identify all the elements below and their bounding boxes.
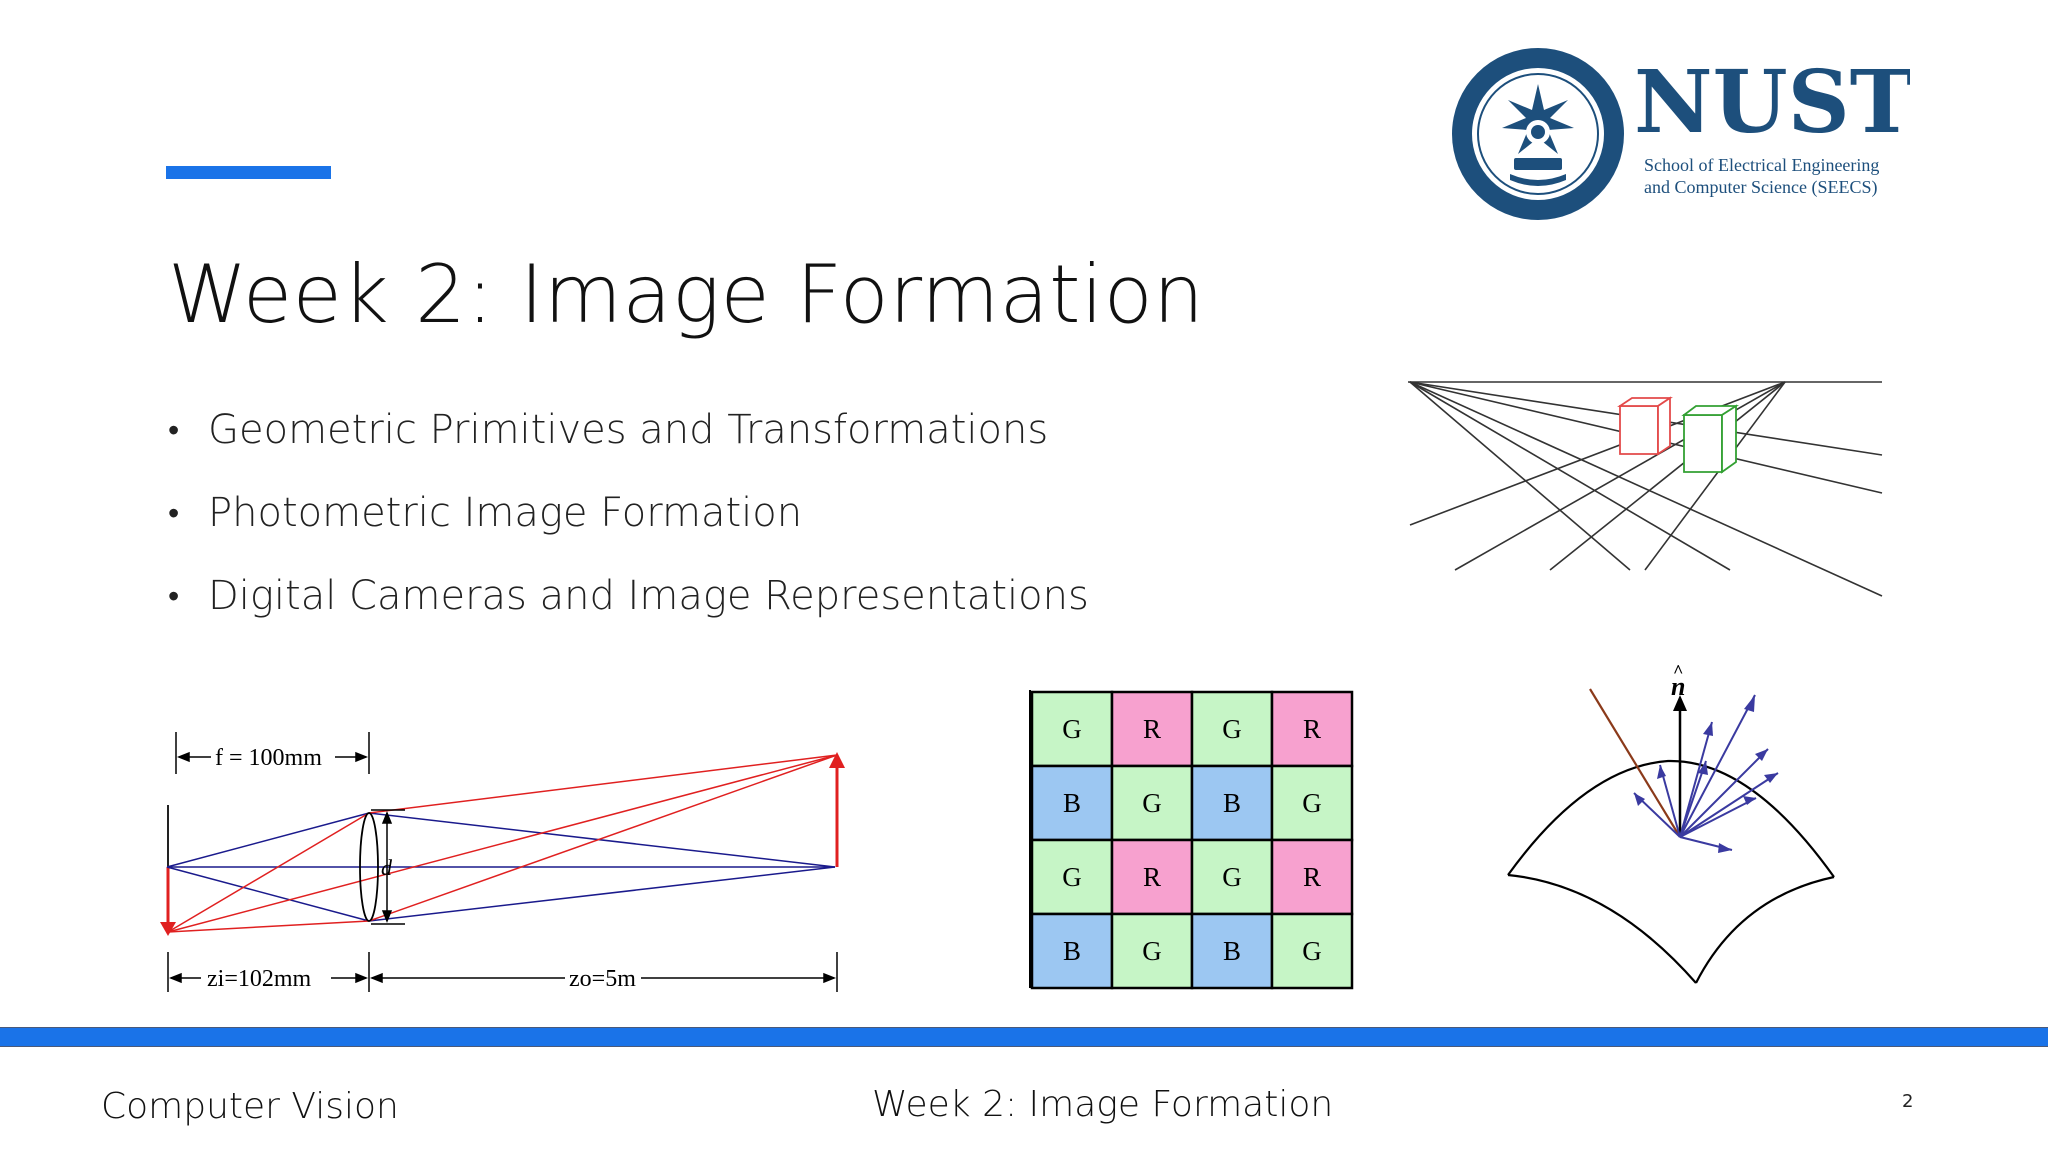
bayer-cell: [1190, 838, 1274, 916]
focal-dimension: [175, 732, 370, 774]
logo-line2: and Computer Science (SEECS): [1644, 177, 1877, 198]
footer-bar: [0, 1027, 2048, 1047]
bayer-cell-label: G: [1062, 714, 1082, 744]
bayer-cell-label: B: [1223, 788, 1241, 818]
bayer-cell: [1190, 764, 1274, 842]
bayer-cell-label: G: [1302, 936, 1322, 966]
bayer-cell-label: R: [1303, 714, 1321, 744]
blue-rays: [166, 812, 836, 922]
bayer-cell: [1030, 912, 1114, 990]
red-cube: [1617, 396, 1673, 456]
distance-dimensions: [167, 952, 838, 992]
bullet-text: Digital Cameras and Image Representation…: [208, 573, 1089, 619]
normal-hat: ^: [1673, 665, 1683, 681]
page-number: 2: [1902, 1091, 1914, 1112]
bullet-item: •Photometric Image Formation: [168, 490, 803, 536]
red-rays: [167, 754, 838, 933]
reflected-rays: [1633, 694, 1779, 851]
slide-title: Week 2: Image Formation: [168, 248, 1205, 341]
bayer-cell-label: R: [1303, 862, 1321, 892]
reflected-arrowheads: [1634, 695, 1778, 853]
bayer-cell: [1190, 690, 1274, 768]
bayer-cell-label: B: [1223, 936, 1241, 966]
bayer-cell: [1270, 764, 1354, 842]
nust-logo: NUST School of Electrical Engineering an…: [1452, 48, 1910, 220]
incident-ray: [1589, 688, 1681, 838]
bayer-cell: [1110, 838, 1194, 916]
bullet-item: •Digital Cameras and Image Representatio…: [168, 573, 1089, 619]
bullet-item: •Geometric Primitives and Transformation…: [168, 407, 1049, 453]
bayer-cell-label: G: [1302, 788, 1322, 818]
bayer-cell: [1110, 764, 1194, 842]
bayer-cell: [1110, 690, 1194, 768]
aperture-dimension: [371, 809, 405, 925]
normal-label: n: [1671, 672, 1685, 701]
bayer-cell-label: G: [1222, 714, 1242, 744]
bullet-text: Photometric Image Formation: [208, 490, 803, 536]
bayer-cell-label: G: [1222, 862, 1242, 892]
bayer-cell: [1270, 912, 1354, 990]
title-accent-bar: [166, 166, 331, 179]
bayer-cell-label: G: [1142, 788, 1162, 818]
footer-course-name: Computer Vision: [101, 1086, 399, 1127]
footer-slide-title: Week 2: Image Formation: [872, 1084, 1334, 1125]
zo-label: zo=5m: [569, 966, 636, 992]
logo-name: NUST: [1634, 52, 1910, 153]
bayer-cell: [1030, 690, 1114, 768]
bayer-cell: [1110, 912, 1194, 990]
surface-normal-diagram: n ^: [1507, 665, 1835, 984]
bullet-text: Geometric Primitives and Transformations: [208, 407, 1049, 453]
green-cube: [1681, 404, 1740, 474]
thin-lens-diagram: f = 100mm d: [160, 732, 845, 992]
zi-label: zi=102mm: [207, 966, 312, 992]
bayer-cell: [1030, 838, 1114, 916]
perspective-diagram: [1408, 381, 1883, 597]
bayer-cell: [1270, 690, 1354, 768]
bayer-cell-label: G: [1062, 862, 1082, 892]
bayer-cell-label: B: [1063, 936, 1081, 966]
lens-shape: [359, 812, 379, 922]
bayer-cell-label: G: [1142, 936, 1162, 966]
bayer-cell-label: B: [1063, 788, 1081, 818]
normal-arrow: [1673, 695, 1687, 837]
bayer-cell-label: R: [1143, 714, 1161, 744]
bullet-list: •Geometric Primitives and Transformation…: [168, 400, 1089, 649]
logo-line1: School of Electrical Engineering: [1644, 155, 1879, 175]
aperture-label: d: [381, 855, 393, 880]
bayer-cell-label: R: [1143, 862, 1161, 892]
focal-label: f = 100mm: [215, 745, 322, 771]
nust-seal-icon: [1452, 48, 1624, 220]
bayer-pattern: G R G R B G B G G R G R B G B G: [1029, 690, 1354, 990]
